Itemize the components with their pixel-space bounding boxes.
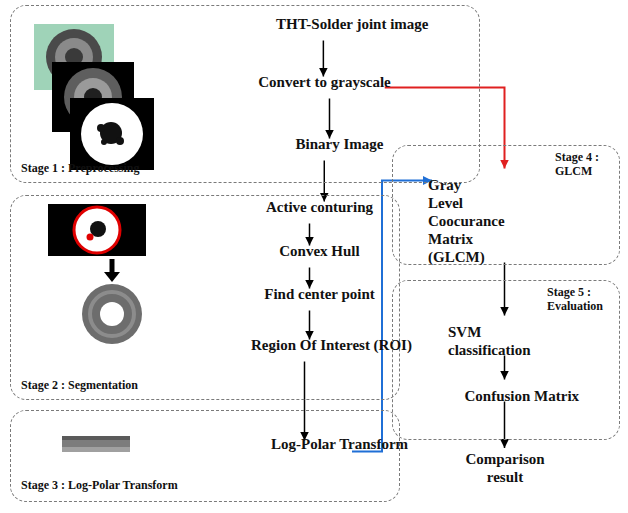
process-step: Confusion Matrix bbox=[469, 380, 541, 402]
contour-photo bbox=[48, 204, 146, 256]
process-step: THT-Solder joint image bbox=[262, 19, 397, 41]
process-step: Region Of Interest (ROI) bbox=[237, 340, 382, 362]
donut-ring bbox=[82, 284, 142, 344]
stage-label: Stage 5 : Evaluation bbox=[547, 286, 611, 314]
stage-label: Stage 3 : Log-Polar Transform bbox=[21, 479, 178, 493]
step-text: THT-Solder joint image bbox=[276, 15, 403, 33]
active-contour bbox=[74, 207, 120, 253]
binary-blob bbox=[101, 139, 107, 145]
process-step: Comparison result bbox=[453, 448, 558, 488]
flow-arrow bbox=[504, 356, 506, 380]
photo-ground bbox=[48, 204, 146, 256]
stage-label: Stage 1 : Preprocessing bbox=[21, 162, 140, 176]
donut-hole bbox=[100, 302, 124, 326]
strip-band bbox=[62, 447, 130, 452]
step-text: Confusion Matrix bbox=[465, 387, 529, 405]
stage-group: Active conturingConvex HullFind center p… bbox=[10, 195, 400, 400]
step-text: Log-Polar Transform bbox=[271, 435, 358, 453]
solder-photo-binary bbox=[70, 98, 154, 170]
binary-blob bbox=[116, 137, 124, 145]
process-step: Log-Polar Transform bbox=[257, 441, 352, 463]
stage-group: Gray Level Coocurance Matrix (GLCM)Stage… bbox=[392, 145, 620, 265]
flow-arrow bbox=[504, 402, 506, 449]
process-step: SVM classification bbox=[452, 316, 557, 356]
photo-ground bbox=[70, 98, 154, 170]
arrow-shaft bbox=[110, 259, 115, 272]
process-step: Gray Level Coocurance Matrix (GLCM) bbox=[432, 169, 577, 263]
process-step: Convert to grayscale bbox=[244, 77, 384, 99]
step-text: Comparison result bbox=[457, 450, 554, 486]
step-text: Convert to grayscale bbox=[258, 73, 390, 91]
flow-arrow bbox=[329, 99, 331, 139]
center-mark bbox=[87, 234, 94, 241]
step-text: Binary Image bbox=[296, 135, 384, 153]
flow-arrow bbox=[304, 362, 306, 441]
step-text: Region Of Interest (ROI) bbox=[251, 336, 388, 354]
stage-label: Stage 4 : GLCM bbox=[555, 151, 611, 179]
flow-arrow bbox=[309, 268, 311, 289]
flow-arrow bbox=[309, 224, 311, 246]
process-step: Find center point bbox=[250, 289, 369, 311]
process-step: Active conturing bbox=[252, 202, 367, 224]
strip bbox=[62, 436, 130, 452]
flow-arrow bbox=[504, 263, 506, 316]
binary-blob bbox=[97, 124, 105, 132]
step-text: Find center point bbox=[264, 285, 375, 303]
roi-donut bbox=[82, 284, 142, 344]
stage-group: SVM classificationConfusion Matrix Stage … bbox=[392, 280, 620, 440]
flow-arrow bbox=[309, 311, 311, 340]
step-text: SVM classification bbox=[448, 323, 512, 359]
down-arrow bbox=[104, 259, 120, 282]
strip-band bbox=[62, 436, 130, 440]
stage-group: Log-Polar TransformStage 3 : Log-Polar T… bbox=[10, 410, 400, 502]
step-text: Gray Level Coocurance Matrix (GLCM) bbox=[428, 176, 484, 266]
stage-label: Stage 2 : Segmentation bbox=[21, 379, 138, 393]
flow-arrow bbox=[323, 41, 325, 77]
binary-disc bbox=[74, 207, 120, 253]
flow-arrow bbox=[385, 88, 505, 169]
stage-group: THT-Solder joint imageConvert to graysca… bbox=[10, 5, 480, 183]
donut-ring bbox=[90, 292, 134, 336]
arrow-head bbox=[104, 272, 120, 282]
process-step: Binary Image bbox=[282, 139, 378, 161]
process-step: Convex Hull bbox=[265, 246, 353, 268]
binary-disc bbox=[81, 103, 143, 165]
step-text: Active conturing bbox=[266, 198, 373, 216]
step-text: Convex Hull bbox=[279, 242, 359, 260]
log-polar-strip bbox=[62, 436, 130, 452]
